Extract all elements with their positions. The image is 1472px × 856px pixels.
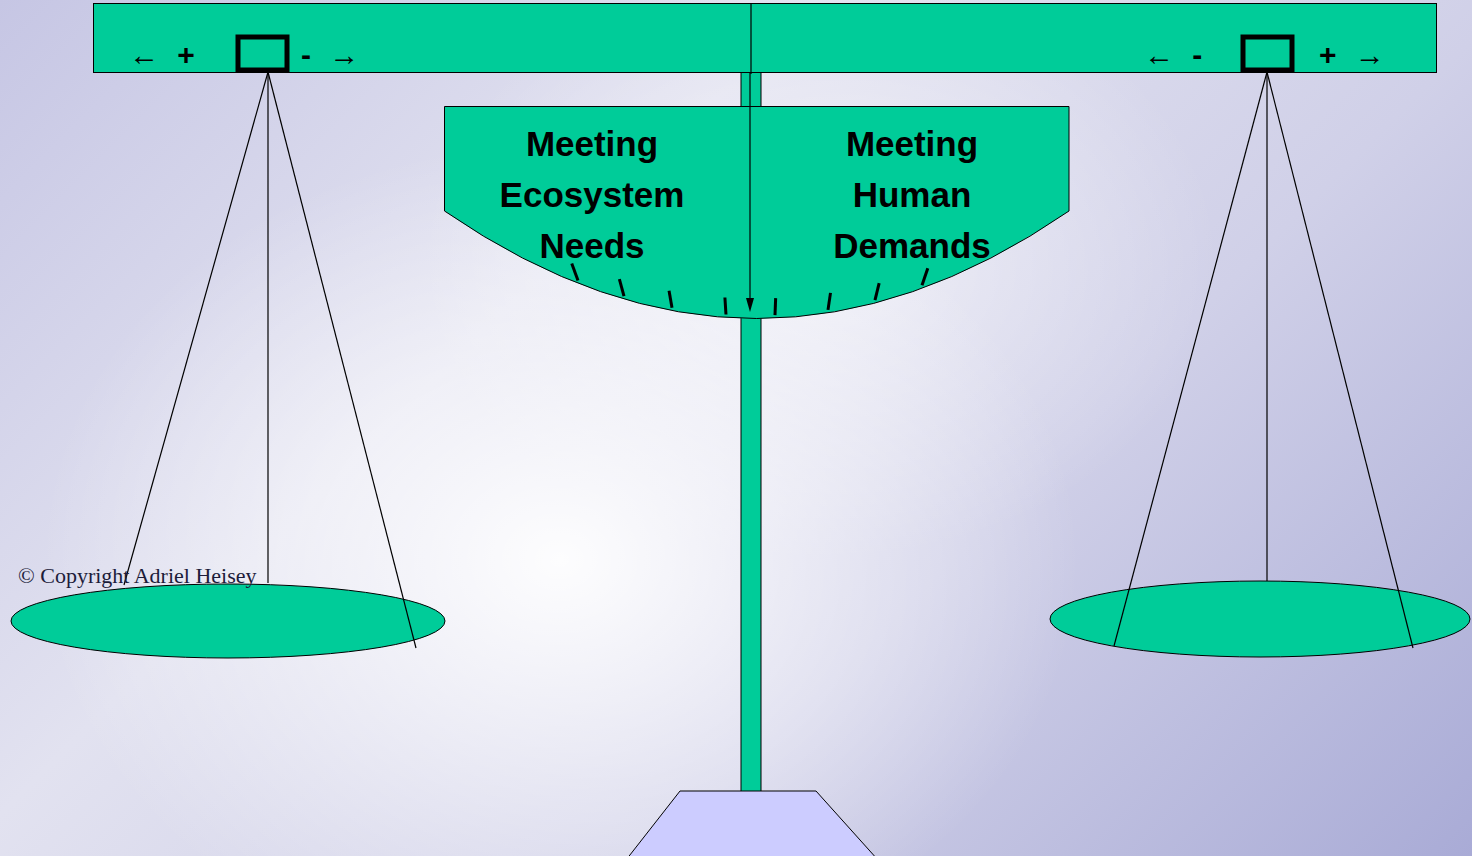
balance-beam: ← + - → ← - + → [93, 3, 1437, 73]
hanger-line [1267, 72, 1413, 648]
direction-marker: - → [301, 38, 359, 72]
dial-heading: Meeting Human Demands [797, 118, 1027, 271]
hanger-line [124, 72, 268, 585]
pointer-head [746, 298, 754, 312]
left-pan [11, 584, 445, 658]
hanger-line [267, 72, 268, 583]
beam-marks [94, 4, 1438, 74]
dial-tick [828, 293, 831, 310]
hanger-line [268, 72, 416, 648]
pointer-stem [749, 73, 750, 106]
dial-tick [774, 298, 778, 315]
dial-tick [875, 283, 879, 300]
right-pan [1050, 581, 1470, 657]
left-hanger [124, 72, 416, 648]
dial-tick [725, 297, 726, 314]
dial-heading: Meeting Ecosystem Needs [477, 118, 707, 271]
copyright-note: © Copyright Adriel Heisey [18, 563, 257, 589]
direction-marker: + → [1319, 38, 1385, 72]
dial-tick [922, 268, 928, 285]
center-line [750, 4, 751, 74]
dial-tick [669, 291, 672, 308]
dial-tick [572, 263, 578, 280]
slider-square [238, 37, 287, 70]
direction-marker: ← - [1144, 38, 1202, 72]
slider-square [1243, 37, 1292, 70]
right-hanger [1114, 72, 1413, 648]
dial-tick [619, 279, 624, 296]
hanger-line [1114, 72, 1267, 646]
hanger-line [1266, 72, 1267, 581]
balance-dial: Meeting Ecosystem Needs Meeting Human Dem… [444, 106, 1070, 321]
pointer-line [749, 106, 750, 301]
dial-shape [445, 107, 1070, 319]
direction-marker: ← + [129, 38, 195, 72]
scale-base [626, 791, 878, 856]
